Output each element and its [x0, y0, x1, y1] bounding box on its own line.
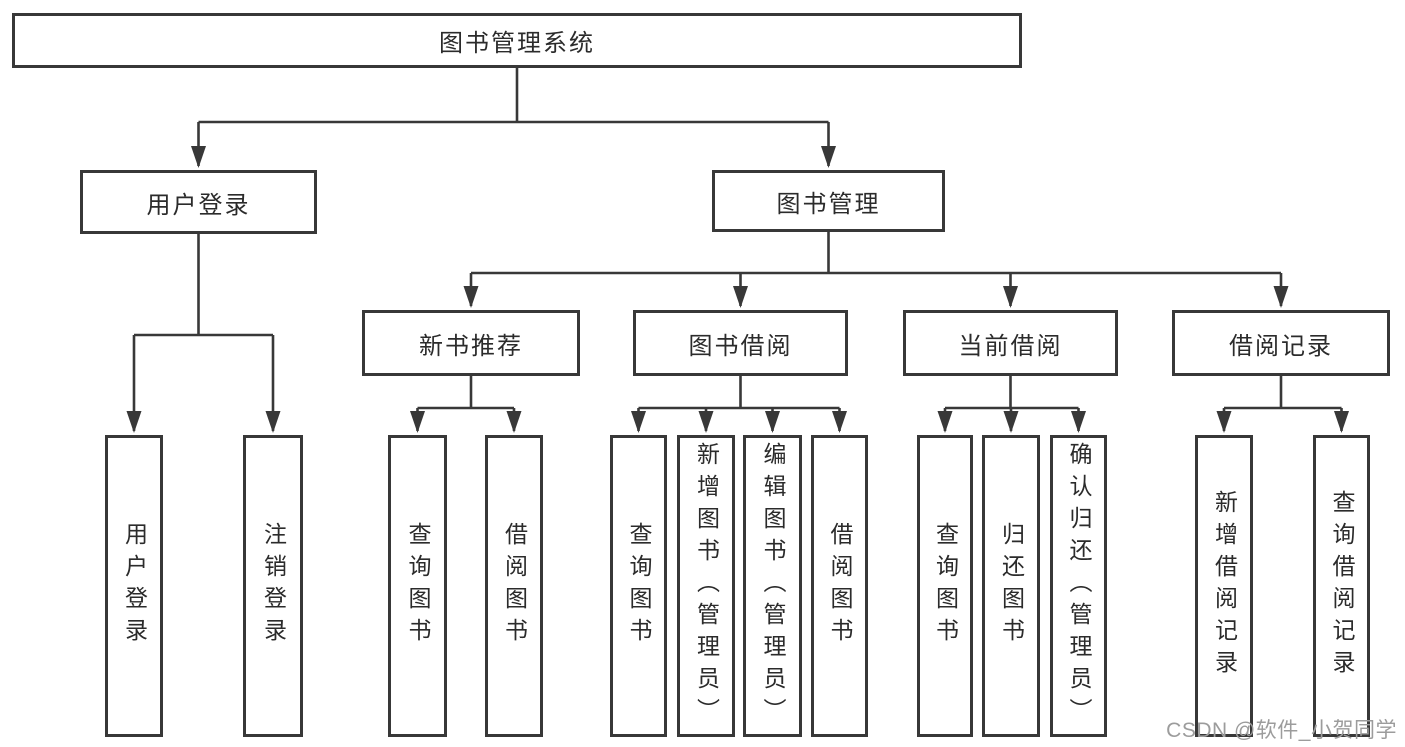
watermark-text: CSDN @软件_小贺同学 — [1166, 719, 1397, 742]
node-book-management: 图书管理 — [712, 170, 945, 232]
leaf-logout: 注销登录 — [243, 435, 303, 737]
leaf-borrow-borrow-book: 借阅图书 — [811, 435, 868, 737]
node-user-login: 用户登录 — [80, 170, 317, 234]
leaf-borrow-edit-book-admin: 编辑图书（管理员） — [743, 435, 802, 737]
leaf-label: 新增图书（管理员） — [693, 442, 720, 730]
leaf-label: 编辑图书（管理员） — [760, 442, 786, 730]
leaf-label: 新增借阅记录 — [1211, 490, 1238, 682]
node-borrow-records: 借阅记录 — [1172, 310, 1390, 376]
leaf-recommend-borrow-book: 借阅图书 — [485, 435, 543, 737]
leaf-label: 归还图书 — [998, 522, 1025, 650]
node-new-book-recommend: 新书推荐 — [362, 310, 580, 376]
leaf-label: 确认归还（管理员） — [1066, 442, 1092, 730]
leaf-current-return-book: 归还图书 — [982, 435, 1040, 737]
leaf-label: 借阅图书 — [827, 522, 853, 650]
leaf-records-add-record: 新增借阅记录 — [1195, 435, 1253, 737]
leaf-label: 查询图书 — [405, 522, 431, 650]
leaf-borrow-query-book: 查询图书 — [610, 435, 667, 737]
leaf-recommend-query-book: 查询图书 — [388, 435, 447, 737]
leaf-label: 查询借阅记录 — [1329, 490, 1355, 682]
leaf-label: 注销登录 — [260, 522, 287, 650]
node-root: 图书管理系统 — [12, 13, 1022, 68]
node-current-borrow: 当前借阅 — [903, 310, 1118, 376]
leaf-borrow-add-book-admin: 新增图书（管理员） — [677, 435, 735, 737]
leaf-label: 查询图书 — [932, 522, 959, 650]
leaf-label: 借阅图书 — [501, 522, 528, 650]
node-book-borrow: 图书借阅 — [633, 310, 848, 376]
leaf-current-confirm-return-admin: 确认归还（管理员） — [1050, 435, 1107, 737]
leaf-records-query-record: 查询借阅记录 — [1313, 435, 1370, 737]
leaf-user-login: 用户登录 — [105, 435, 163, 737]
leaf-label: 查询图书 — [626, 522, 652, 650]
leaf-current-query-book: 查询图书 — [917, 435, 973, 737]
leaf-label: 用户登录 — [121, 522, 148, 650]
